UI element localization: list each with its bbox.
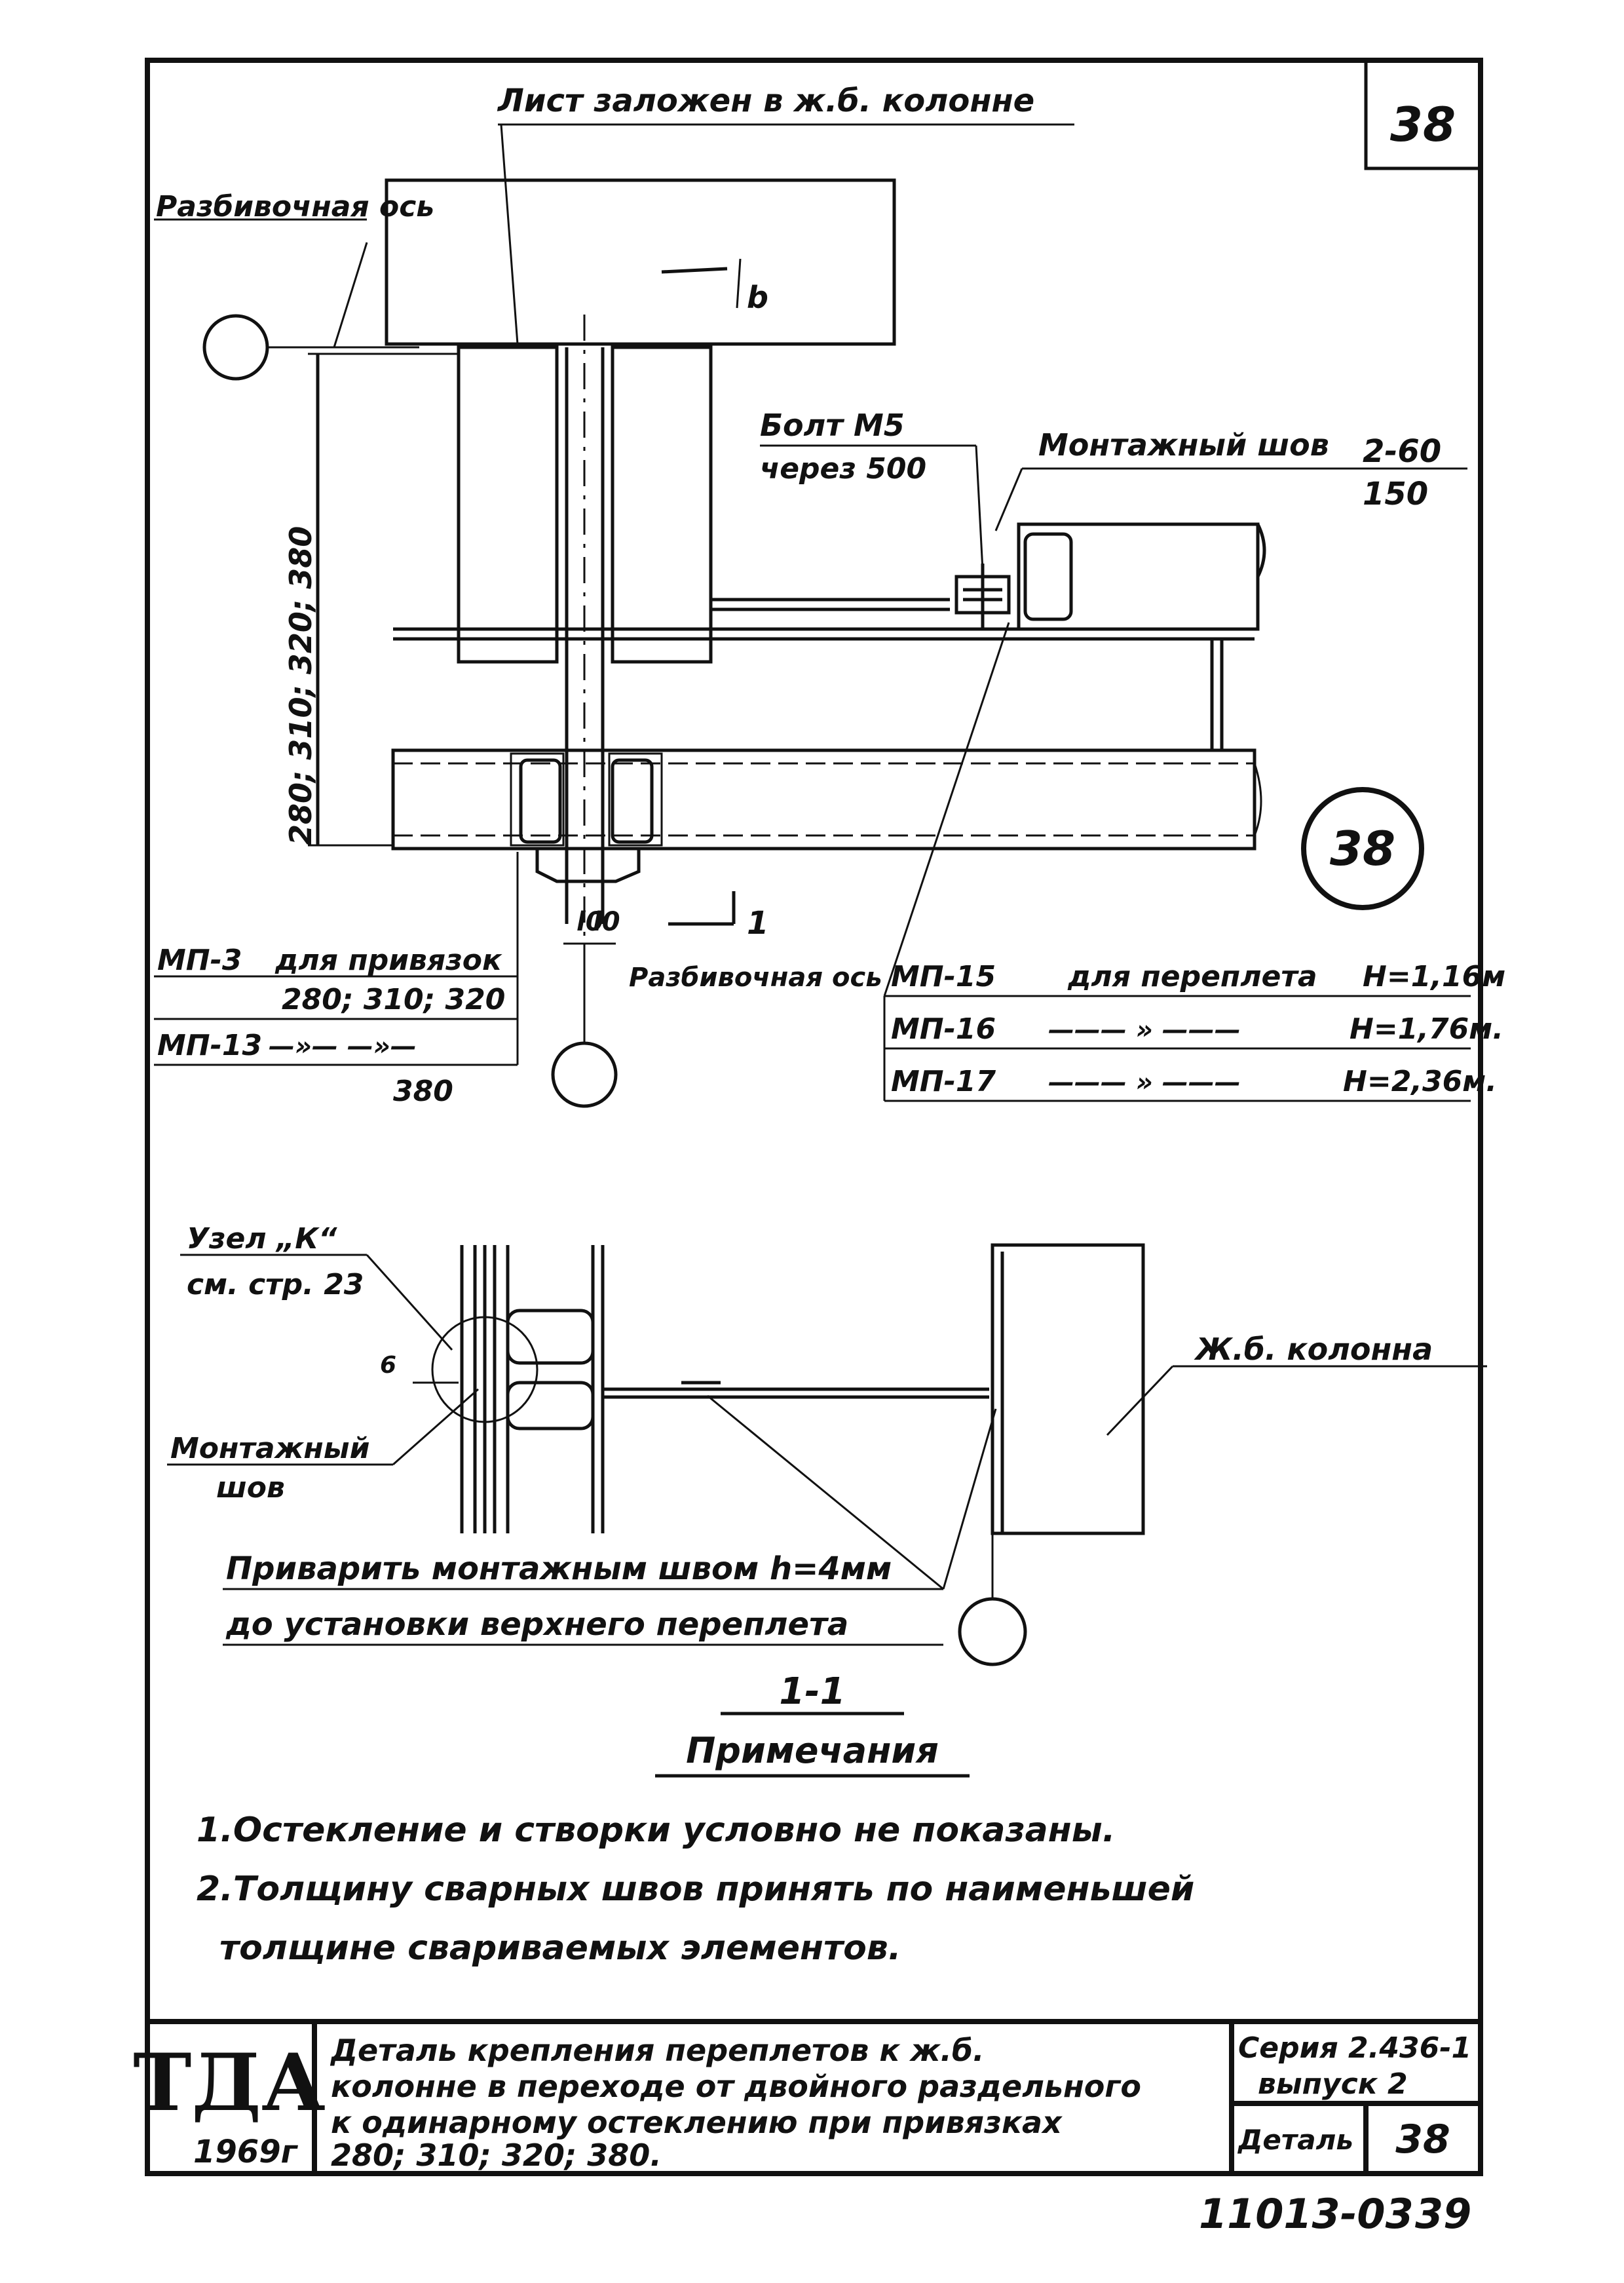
section-mark-1: 1: [747, 905, 768, 942]
sheet-number-box: 38: [1364, 58, 1482, 170]
sheet-frame: [145, 58, 1483, 2176]
dim-b-label: b: [747, 280, 768, 315]
title-line-1: Деталь крепления переплетов к ж.б.: [330, 2033, 985, 2068]
org-logo: ТДА: [133, 2037, 326, 2129]
weld-label-top: Монтажный шов: [1038, 427, 1329, 463]
mp-left-0-values: 280; 310; 320: [282, 983, 505, 1016]
grid-axis-circle-section: [958, 1597, 1027, 1666]
grid-axis-bottom-label: Разбивочная ось: [629, 963, 882, 993]
window-frame-upper: [1017, 522, 1260, 631]
instruction-line1: Приварить монтажным швом h=4мм: [226, 1550, 892, 1587]
note-2: 2.Толщину сварных швов принять по наимен…: [197, 1870, 1194, 1909]
top-plan-detail: Лист заложен в ж.б. колонне Разбивочная …: [154, 83, 1505, 1108]
weld-size: 2-60: [1363, 433, 1441, 470]
note-1: 1.Остекление и створки условно не показа…: [197, 1811, 1115, 1850]
mp-left-0-mark: МП-3: [157, 944, 242, 977]
weld-label-line1: Монтажный: [170, 1432, 369, 1465]
series-line-1: Серия 2.436-1: [1238, 2031, 1471, 2065]
node-ref: см. стр. 23: [187, 1268, 364, 1301]
notes-block: Примечания 1.Остекление и створки условн…: [197, 1730, 1194, 1968]
mp-right-0-mark: МП-15: [891, 960, 996, 993]
steel-profile-left: [457, 345, 559, 664]
mp-left-1-values: 380: [393, 1075, 453, 1108]
mp-right-2-mark: МП-17: [891, 1065, 996, 1098]
column-label: Ж.б. колонна: [1194, 1332, 1433, 1367]
title-line-4: 280; 310; 320; 380.: [331, 2138, 662, 2173]
lower-beam: [391, 748, 1256, 851]
detail-label: Деталь: [1237, 2124, 1353, 2156]
mp-right-0-text: для переплета: [1067, 960, 1317, 993]
embedded-plate-note: Лист заложен в ж.б. колонне: [497, 83, 1034, 119]
concrete-column-plan: [385, 178, 896, 346]
grid-axis-left-label: Разбивочная ось: [156, 190, 434, 223]
mp-left-1-mark: МП-13: [157, 1029, 262, 1062]
detail-circle-mark: [1301, 787, 1424, 910]
title-line-2: колонне в переходе от двойного раздельно…: [331, 2069, 1141, 2104]
weld-pitch: 150: [1363, 476, 1428, 512]
dim-small: 6: [380, 1352, 396, 1379]
node-label: Узел „К“: [187, 1222, 337, 1256]
bolt-icon: [954, 564, 1011, 629]
detail-circle-number: 38: [1330, 821, 1395, 876]
mp-right-1-text: ——— » ———: [1048, 1015, 1241, 1045]
grid-axis-circle-left: [202, 314, 269, 381]
notes-title: Примечания: [686, 1730, 939, 1771]
mp-right-1-height: Н=1,76м.: [1350, 1012, 1503, 1046]
series-line-2: выпуск 2: [1258, 2067, 1408, 2101]
frame-box-upper: [1023, 532, 1073, 621]
section-detail-1-1: Узел „К“ см. стр. 23 6 Ж.б. колонна Монт…: [167, 1222, 1487, 1716]
concrete-column-section: [991, 1243, 1145, 1535]
mp-right-2-text: ——— » ———: [1048, 1067, 1241, 1098]
section-title: 1-1: [779, 1670, 845, 1713]
title-block: ТДА 1969г Деталь крепления переплетов к …: [133, 2019, 1481, 2174]
mp-left-1-text: —»— —»—: [269, 1031, 417, 1062]
sheet-number: 38: [1390, 97, 1456, 152]
footer-code: 11013-03: [1199, 2190, 1414, 2238]
dim-l0-b: l0: [593, 907, 620, 937]
mp-right-1-mark: МП-16: [891, 1012, 996, 1046]
dim-l0-a: l0: [576, 907, 604, 937]
footer-page: 39: [1415, 2190, 1471, 2238]
instruction-line2: до установки верхнего переплета: [225, 1606, 848, 1643]
weld-label-line2: шов: [216, 1471, 285, 1505]
steel-profile-right: [611, 345, 713, 664]
bolt-pitch: через 500: [760, 452, 926, 486]
bolt-label: Болт М5: [760, 408, 905, 443]
note-3: толщине свариваемых элементов.: [219, 1928, 901, 1968]
title-year: 1969г: [193, 2134, 299, 2170]
dim-left-label: 280; 310; 320; 380: [283, 526, 318, 845]
title-line-3: к одинарному остеклению при привязках: [331, 2105, 1063, 2140]
grid-axis-circle-bottom: [551, 1041, 618, 1108]
detail-number: 38: [1395, 2117, 1450, 2162]
mp-right-2-height: Н=2,36м.: [1343, 1065, 1497, 1098]
mp-left-0-text: для привязок: [274, 944, 502, 977]
mp-right-0-height: Н=1,16м: [1363, 960, 1505, 993]
